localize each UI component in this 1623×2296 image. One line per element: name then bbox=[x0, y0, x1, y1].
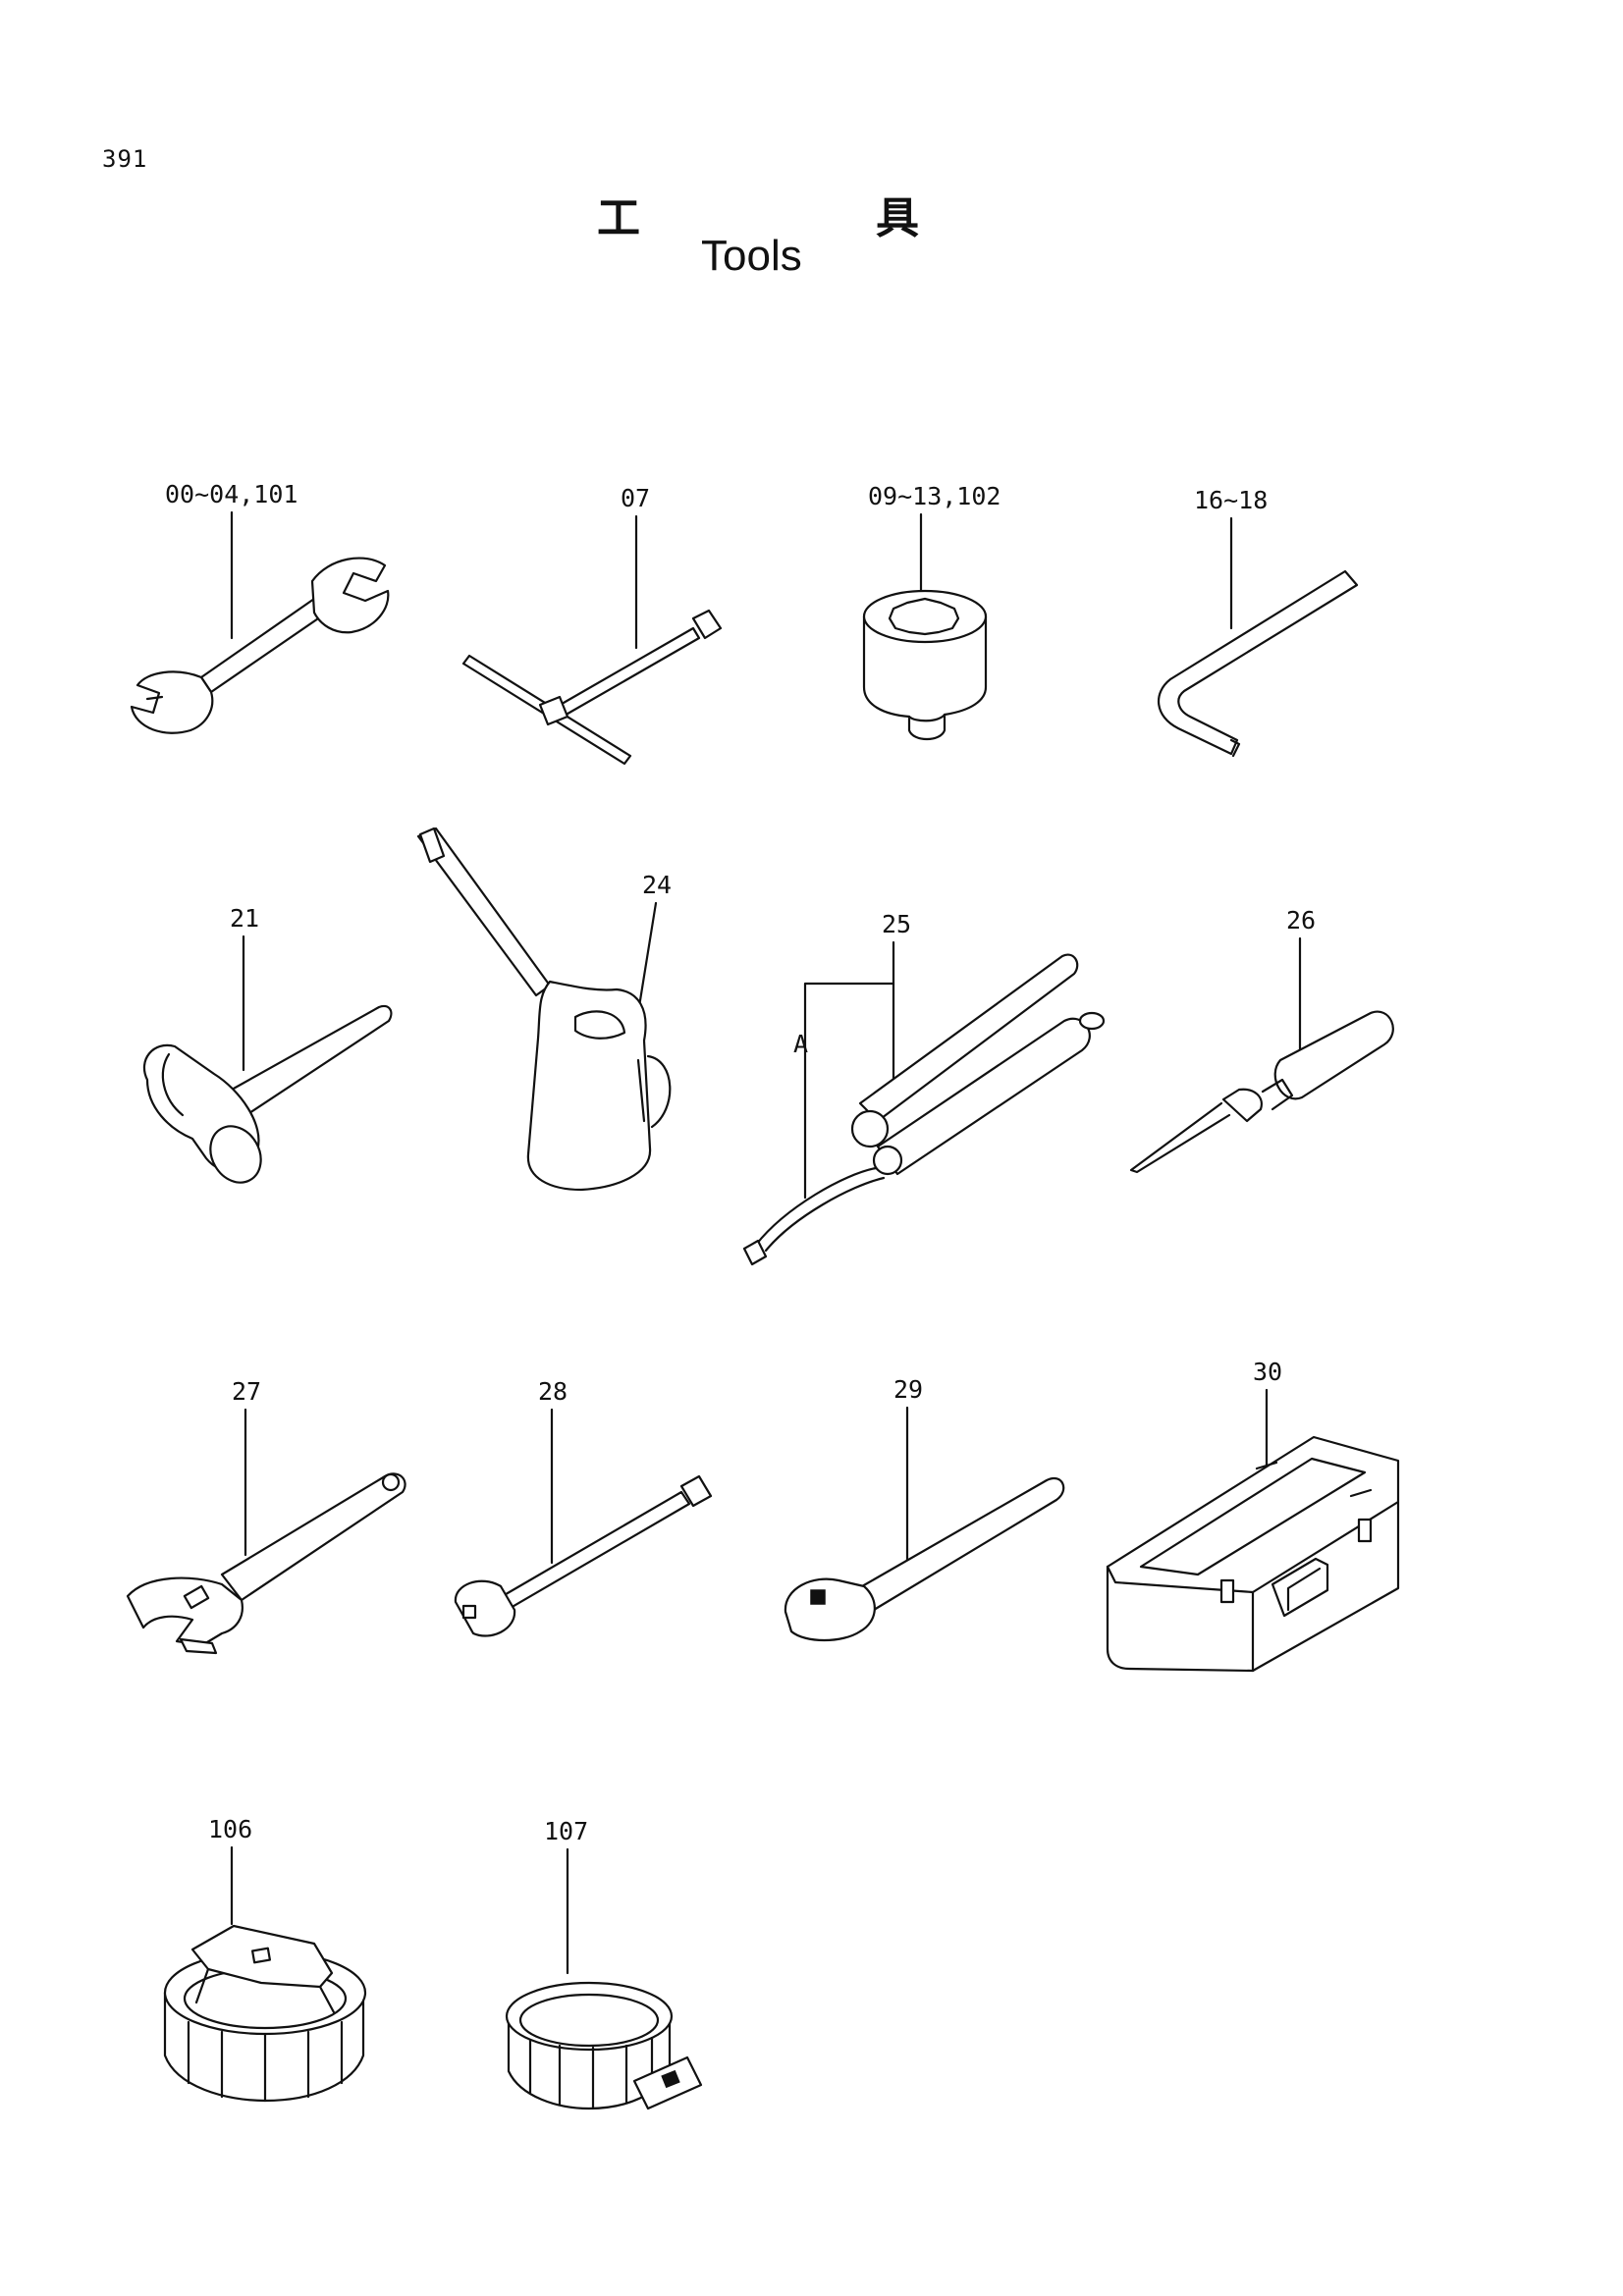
callout-ratchet: 29 bbox=[893, 1375, 923, 1404]
t-handle-wrench-drawing: 07 bbox=[461, 484, 723, 766]
callout-adjustable-wrench: 27 bbox=[232, 1377, 261, 1406]
callout-grease-gun: 25 bbox=[882, 910, 911, 938]
callout-socket: 09~13,102 bbox=[868, 482, 1001, 510]
oil-can-drawing: 24 bbox=[416, 827, 672, 1192]
adjustable-wrench-drawing: 27 bbox=[126, 1377, 406, 1655]
callout-filter-wrench-107: 107 bbox=[544, 1817, 588, 1845]
callout-extension-bar: 28 bbox=[538, 1377, 568, 1406]
callout-tool-box: 30 bbox=[1253, 1358, 1282, 1386]
hammer-drawing: 21 bbox=[142, 904, 393, 1184]
socket-drawing: 09~13,102 bbox=[862, 482, 1001, 741]
ratchet-drawing: 29 bbox=[784, 1375, 1065, 1641]
filter-wrench-107-drawing: 107 bbox=[505, 1817, 703, 2110]
extension-bar-drawing: 28 bbox=[454, 1377, 713, 1637]
grease-gun-drawing: 25 A bbox=[742, 910, 1106, 1266]
title-japanese-2: 具 bbox=[876, 193, 919, 243]
hex-key-drawing: 16~18 bbox=[1157, 486, 1359, 758]
callout-grease-gun-sub: A bbox=[793, 1030, 808, 1058]
page-number: 391 bbox=[102, 145, 148, 173]
callout-t-handle: 07 bbox=[621, 484, 650, 512]
callout-wrench: 00~04,101 bbox=[165, 480, 298, 508]
title-english: Tools bbox=[701, 232, 802, 280]
leader-grease-gun-a bbox=[803, 940, 895, 1200]
callout-hex-key: 16~18 bbox=[1194, 486, 1268, 514]
title-japanese-1: 工 bbox=[597, 193, 640, 243]
callout-oil-can: 24 bbox=[642, 871, 672, 899]
spanner-drawing: 00~04,101 bbox=[130, 480, 390, 734]
screwdriver-drawing: 26 bbox=[1129, 906, 1394, 1174]
filter-wrench-106-drawing: 106 bbox=[163, 1815, 367, 2103]
callout-filter-wrench-106: 106 bbox=[208, 1815, 252, 1843]
callout-screwdriver: 26 bbox=[1286, 906, 1316, 934]
callout-hammer: 21 bbox=[230, 904, 259, 933]
tool-box-drawing: 30 bbox=[1106, 1358, 1400, 1673]
